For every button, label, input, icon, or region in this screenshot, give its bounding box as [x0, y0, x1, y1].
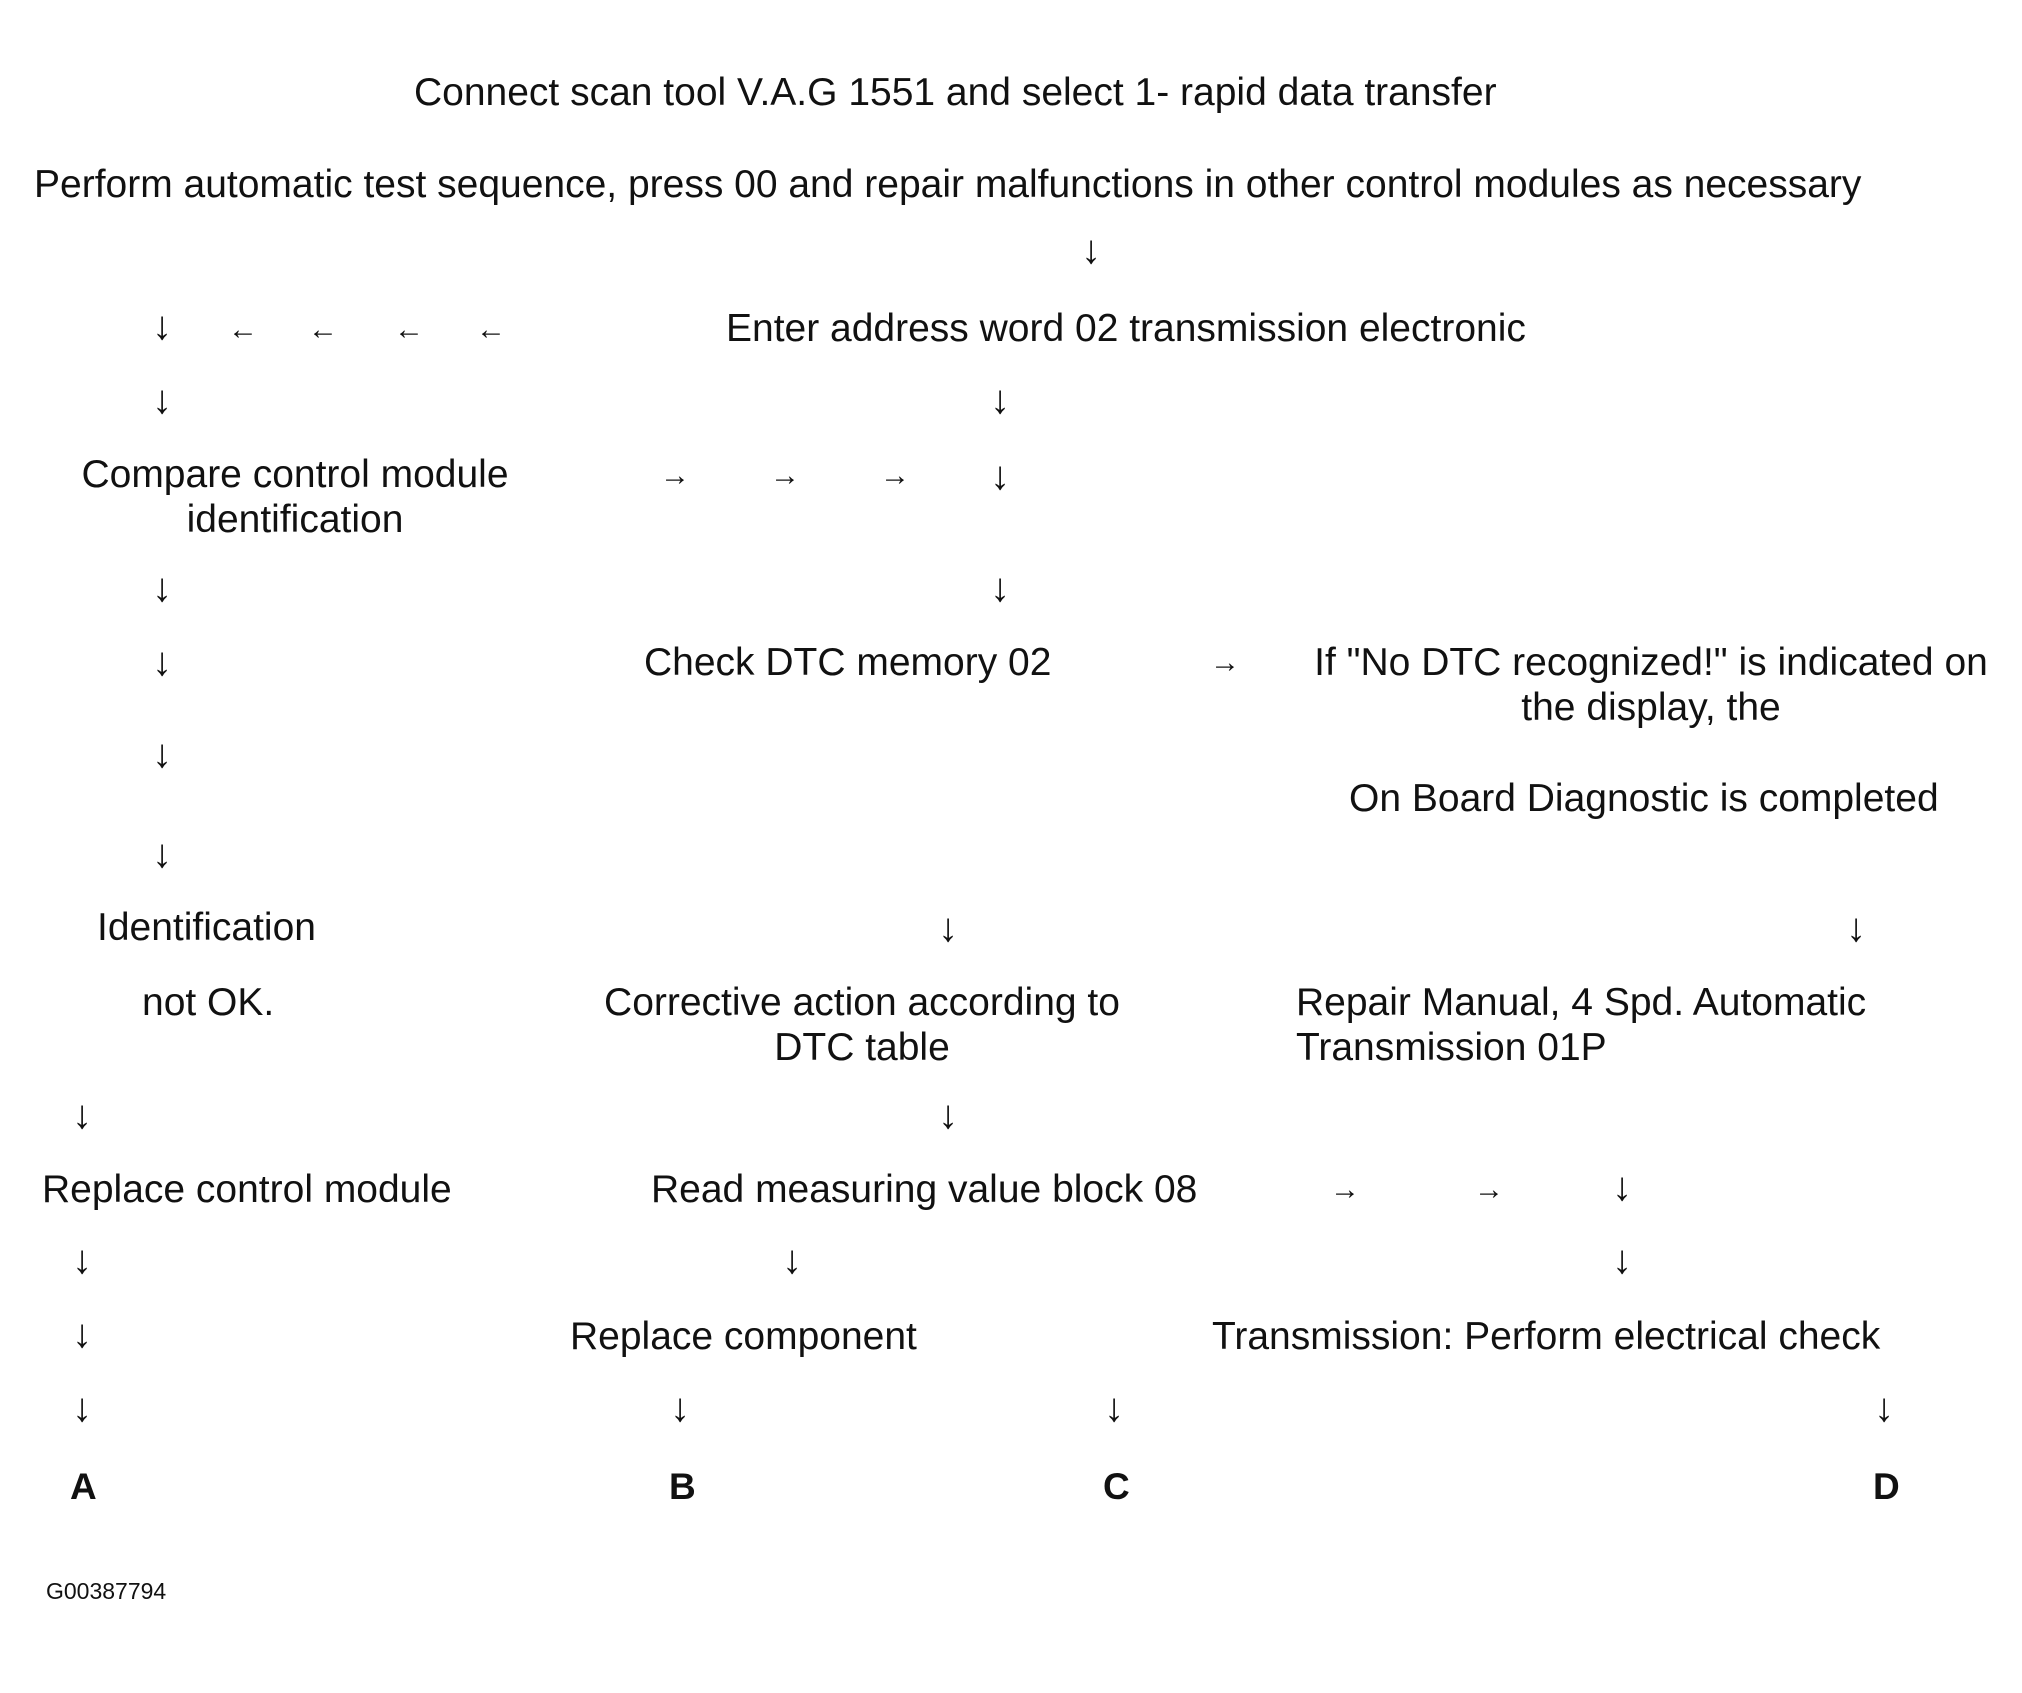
step-replace-module: Replace control module — [42, 1168, 452, 1211]
arrow-down-icon: ↓ — [72, 1312, 92, 1356]
step-obd-completed: On Board Diagnostic is completed — [1349, 777, 1939, 820]
step-not-ok: not OK. — [142, 981, 275, 1024]
arrow-down-icon: ↓ — [72, 1238, 92, 1282]
arrow-right-icon: → — [1474, 1173, 1504, 1206]
arrow-right-icon: → — [770, 459, 800, 492]
step-compare-id-line2: identification — [186, 498, 404, 541]
step-identification: Identification — [97, 906, 316, 949]
arrow-down-icon: ↓ — [152, 640, 172, 684]
step-automatic-test: Perform automatic test sequence, press 0… — [34, 163, 1862, 206]
arrow-left-icon: ← — [476, 313, 506, 346]
step-electrical-check: Transmission: Perform electrical check — [1212, 1315, 1881, 1358]
arrow-left-icon: ← — [308, 313, 338, 346]
step-no-dtc-line1: If "No DTC recognized!" is indicated on — [1314, 641, 1988, 684]
arrow-down-icon: ↓ — [1846, 906, 1866, 950]
output-label-b: B — [669, 1466, 696, 1507]
arrow-down-icon: ↓ — [1081, 228, 1101, 272]
step-corrective-action-line2: DTC table — [774, 1026, 950, 1069]
arrow-left-icon: ← — [228, 313, 258, 346]
step-corrective-action: Corrective action according to DTC table — [588, 980, 1136, 1070]
arrow-down-icon: ↓ — [152, 304, 172, 348]
step-repair-manual-line2: Transmission 01P — [1296, 1026, 1607, 1069]
step-corrective-action-line1: Corrective action according to — [604, 981, 1120, 1024]
step-enter-address: Enter address word 02 transmission elect… — [726, 307, 1526, 350]
arrow-down-icon: ↓ — [72, 1386, 92, 1430]
output-label-c: C — [1103, 1466, 1130, 1507]
arrow-down-icon: ↓ — [670, 1386, 690, 1430]
arrow-down-icon: ↓ — [1874, 1386, 1894, 1430]
arrow-left-icon: ← — [394, 313, 424, 346]
arrow-down-icon: ↓ — [1612, 1165, 1632, 1209]
arrow-down-icon: ↓ — [72, 1093, 92, 1137]
arrow-down-icon: ↓ — [938, 906, 958, 950]
step-repair-manual: Repair Manual, 4 Spd. Automatic Transmis… — [1296, 980, 1866, 1070]
arrow-down-icon: ↓ — [782, 1238, 802, 1282]
step-no-dtc: If "No DTC recognized!" is indicated on … — [1300, 640, 2002, 730]
output-label-d: D — [1873, 1466, 1900, 1507]
step-compare-id-line1: Compare control module — [81, 453, 509, 496]
arrow-right-icon: → — [880, 459, 910, 492]
figure-id: G00387794 — [46, 1578, 167, 1604]
arrow-down-icon: ↓ — [152, 732, 172, 776]
arrow-down-icon: ↓ — [1612, 1238, 1632, 1282]
arrow-down-icon: ↓ — [990, 566, 1010, 610]
arrow-right-icon: → — [1210, 646, 1240, 679]
step-no-dtc-line2: the display, the — [1521, 686, 1781, 729]
arrow-down-icon: ↓ — [1104, 1386, 1124, 1430]
arrow-right-icon: → — [1330, 1173, 1360, 1206]
step-connect: Connect scan tool V.A.G 1551 and select … — [414, 71, 1497, 114]
step-replace-component: Replace component — [570, 1315, 917, 1358]
step-read-block: Read measuring value block 08 — [651, 1168, 1198, 1211]
output-label-a: A — [70, 1466, 97, 1507]
step-compare-id: Compare control module identification — [60, 452, 530, 542]
arrow-down-icon: ↓ — [990, 454, 1010, 498]
arrow-down-icon: ↓ — [152, 566, 172, 610]
arrow-down-icon: ↓ — [938, 1093, 958, 1137]
arrow-right-icon: → — [660, 459, 690, 492]
step-repair-manual-line1: Repair Manual, 4 Spd. Automatic — [1296, 981, 1867, 1024]
step-check-dtc: Check DTC memory 02 — [644, 641, 1052, 684]
arrow-down-icon: ↓ — [990, 378, 1010, 422]
arrow-down-icon: ↓ — [152, 832, 172, 876]
arrow-down-icon: ↓ — [152, 378, 172, 422]
